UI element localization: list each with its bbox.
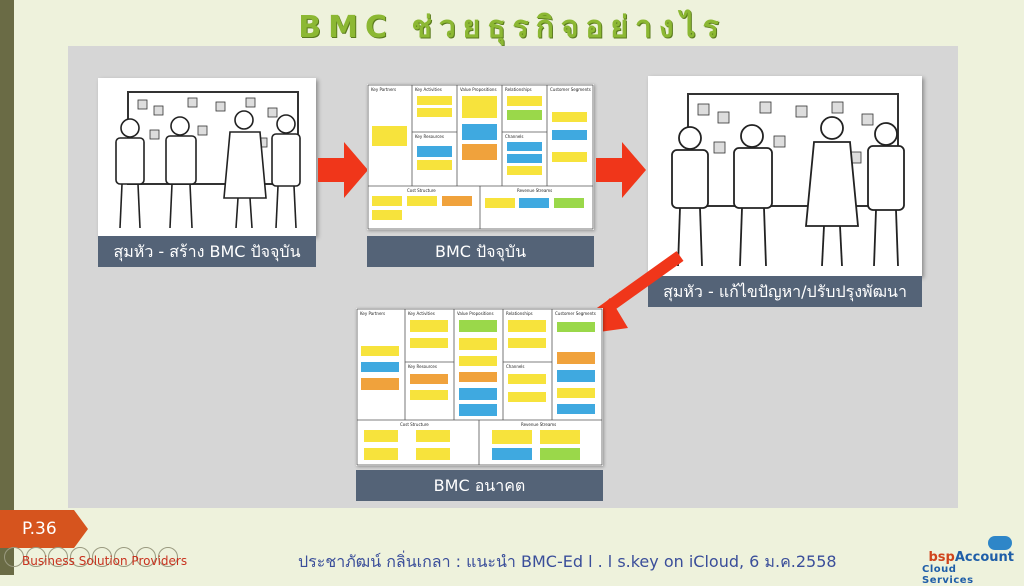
pen-icon[interactable] xyxy=(48,547,68,567)
options-icon[interactable] xyxy=(92,547,112,567)
logo-subtitle: Cloud Services xyxy=(922,564,974,586)
brainstorm-caption: สุมหัว - สร้าง BMC ปัจจุบัน xyxy=(98,236,316,267)
cloud-icon xyxy=(988,536,1012,550)
menu-icon[interactable] xyxy=(26,547,46,567)
relationships-header: Relationships xyxy=(505,87,532,92)
current-bmc-caption: BMC ปัจจุบัน xyxy=(367,236,594,267)
cost-structure-header: Cost Structure xyxy=(407,188,436,193)
slide-title: BMC ช่วยธุรกิจอย่างไร xyxy=(298,10,726,45)
key-activities-header: Key Activities xyxy=(415,87,442,92)
key-activities-header: Key Activities xyxy=(408,311,435,316)
relationships-header: Relationships xyxy=(506,311,533,316)
customer-segments-header: Customer Segments xyxy=(555,311,596,316)
logo-brand-bsp: bsp xyxy=(928,550,955,565)
left-accent-strip xyxy=(0,0,14,575)
right-arrow-icon xyxy=(318,142,368,198)
page-number-badge: P.36 xyxy=(0,510,88,548)
future-bmc-caption: BMC อนาคต xyxy=(356,470,603,501)
customer-segments-header: Customer Segments xyxy=(550,87,591,92)
current-bmc-canvas: Key Partners Key Activities Value Propos… xyxy=(367,84,594,230)
cost-structure-header: Cost Structure xyxy=(400,422,429,427)
key-partners-header: Key Partners xyxy=(360,311,385,316)
logo-brand-account: Account xyxy=(954,550,1014,565)
revenue-streams-header: Revenue Streams xyxy=(521,422,556,427)
improvement-caption: สุมหัว - แก้ไขปัญหา/ปรับปรุงพัฒนา xyxy=(648,276,922,307)
revenue-streams-header: Revenue Streams xyxy=(517,188,552,193)
value-propositions-header: Value Propositions xyxy=(457,311,494,316)
prev-slide-icon[interactable] xyxy=(4,547,24,567)
zoom-icon[interactable] xyxy=(70,547,90,567)
improvement-sketch-image xyxy=(648,76,922,276)
company-name: Business Solution Providers xyxy=(22,554,188,568)
brainstorm-sketch-image xyxy=(98,78,316,236)
slide-nav-controls[interactable] xyxy=(4,547,178,567)
key-resources-header: Key Resources xyxy=(408,364,437,369)
key-resources-header: Key Resources xyxy=(415,134,444,139)
channels-header: Channels xyxy=(506,364,525,369)
extra-icon[interactable] xyxy=(158,547,178,567)
right-arrow-icon xyxy=(596,142,646,198)
value-propositions-header: Value Propositions xyxy=(460,87,497,92)
footer-credit: ประชาภัฒน์ กลิ่นเกลา : แนะนำ BMC-Ed l . … xyxy=(298,552,837,571)
bsp-account-logo: bspAccount Cloud Services xyxy=(922,530,1022,586)
more-icon[interactable] xyxy=(136,547,156,567)
next-slide-icon[interactable] xyxy=(114,547,134,567)
channels-header: Channels xyxy=(505,134,524,139)
future-bmc-canvas: Key Partners Key Activities Value Propos… xyxy=(356,308,603,466)
key-partners-header: Key Partners xyxy=(371,87,396,92)
